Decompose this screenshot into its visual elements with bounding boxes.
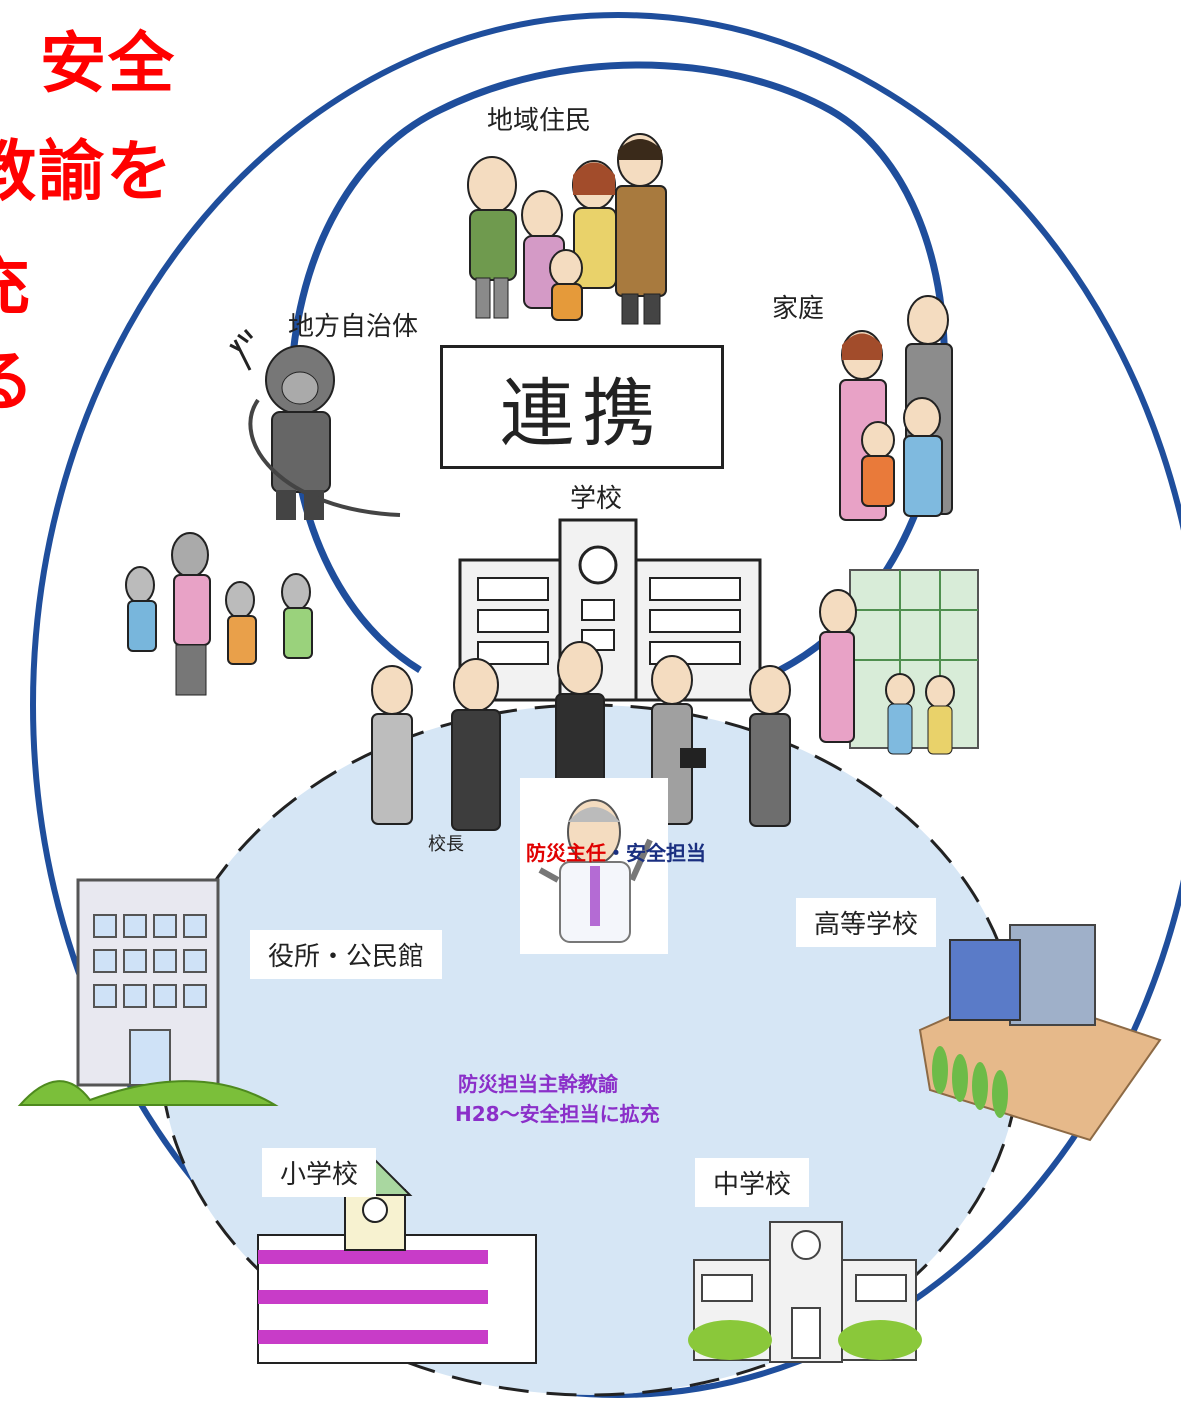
evacuating-children-icon [125,532,313,696]
community-residents-icon [467,133,667,325]
principal-label: 校長 [428,834,464,855]
lead-teacher-icon [520,778,668,954]
map-teaching-icon [819,569,979,755]
community-residents-label: 地域住民 [487,106,592,136]
title-line-1: 安全 [40,25,176,102]
family-icon [839,295,953,521]
lead-teacher-caption-1: 防災担当主幹教諭 [458,1072,618,1096]
title-line-4: る [0,343,36,420]
high-school-label: 高等学校 [796,898,937,947]
title-line-2: 教諭を [0,133,174,210]
elementary-school-label: 小学校 [262,1148,377,1197]
school-label: 学校 [570,484,623,514]
role-caption: 防災主任・安全担当 [526,837,706,866]
junior-high-school-label: 中学校 [695,1158,810,1207]
elementary-school-icon [257,1158,537,1364]
lead-teacher-caption-2: H28～安全担当に拡充 [455,1102,660,1126]
high-school-icon [918,924,1162,1142]
city-office-building-icon [17,878,279,1106]
junior-high-school-icon [688,1221,922,1363]
role-separator: ・ [606,841,626,865]
city-office-label: 役所・公民館 [250,930,443,979]
safety-officer-text: 安全担当 [626,841,706,865]
family-label: 家庭 [772,294,825,324]
disaster-chief-text: 防災主任 [526,841,606,865]
cooperation-box: 連携 [440,345,724,469]
title-line-3: 充 [0,232,32,328]
firefighter-icon [229,329,401,520]
local-government-label: 地方自治体 [288,312,419,342]
school-building-icon [458,518,762,702]
